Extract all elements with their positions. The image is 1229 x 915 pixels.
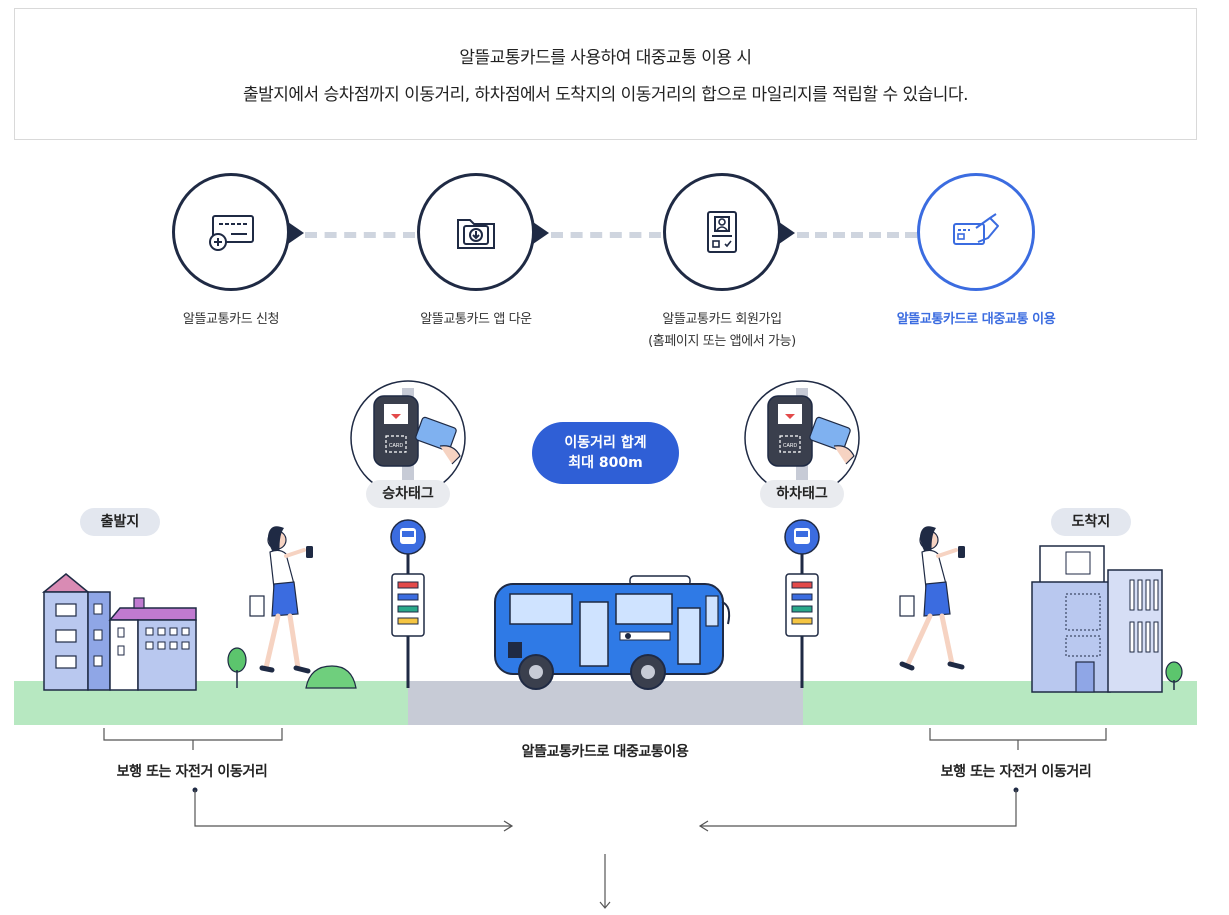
- transit-label: 알뜰교통카드로 대중교통이용: [521, 744, 689, 760]
- card-plus-icon: [209, 215, 254, 251]
- walker-right: [899, 526, 965, 671]
- total-connectors: [192, 787, 1019, 909]
- card-text-right: CARD: [783, 443, 798, 449]
- bus-stop-right: [784, 519, 820, 688]
- bus: [494, 575, 731, 690]
- intro-line-1: 알뜰교통카드를 사용하여 대중교통 이용 시: [459, 48, 752, 68]
- step-3-label: 알뜰교통카드 회원가입: [662, 312, 782, 327]
- step-3-arrow: [779, 222, 795, 244]
- total-distance-line-2: 최대 800m: [568, 455, 643, 471]
- board-tag-pill: 승차태그: [366, 480, 450, 508]
- step-connector-1: [305, 232, 415, 238]
- walk-distance-left: 보행 또는 자전거 이동거리: [116, 764, 268, 780]
- intro-line-2: 출발지에서 승차점까지 이동거리, 하차점에서 도착지의 이동거리의 합으로 마…: [242, 85, 969, 105]
- destination-buildings: [1031, 545, 1183, 693]
- bracket-left: [103, 728, 283, 750]
- origin-buildings: [41, 573, 247, 691]
- step-3-circle: [663, 173, 781, 291]
- step-4-circle: [917, 173, 1035, 291]
- alight-tag-reader: CARD: [744, 380, 860, 498]
- destination-pill: 도착지: [1051, 508, 1131, 536]
- member-document-icon: [707, 211, 737, 253]
- intro-box: 알뜰교통카드를 사용하여 대중교통 이용 시 출발지에서 승차점까지 이동거리,…: [14, 8, 1197, 140]
- walker-left: [249, 526, 313, 674]
- total-distance-line-1: 이동거리 합계: [564, 435, 647, 451]
- step-2-label: 알뜰교통카드 앱 다운: [420, 312, 532, 327]
- journey-illustration: CARD: [14, 380, 1197, 909]
- journey-scene: CARD: [0, 370, 1229, 915]
- alight-tag-pill: 하차태그: [760, 480, 844, 508]
- walk-distance-right: 보행 또는 자전거 이동거리: [940, 764, 1092, 780]
- step-1-arrow: [288, 222, 304, 244]
- bracket-right: [929, 728, 1107, 750]
- step-connector-3: [797, 232, 917, 238]
- bus-stop-left: [390, 519, 426, 688]
- step-3-sublabel: (홈페이지 또는 앱에서 가능): [648, 334, 796, 349]
- step-1-label: 알뜰교통카드 신청: [182, 312, 280, 327]
- total-distance-badge: 이동거리 합계 최대 800m: [532, 422, 679, 484]
- card-hand-icon: [953, 213, 999, 245]
- card-text-left: CARD: [389, 443, 404, 449]
- road: [408, 681, 803, 725]
- board-tag-reader: CARD: [350, 380, 466, 498]
- folder-download-icon: [457, 219, 495, 249]
- step-4-label: 알뜰교통카드로 대중교통 이용: [896, 312, 1056, 327]
- step-2-arrow: [533, 222, 549, 244]
- step-2-circle: [417, 173, 535, 291]
- bush-left: [305, 665, 357, 689]
- origin-pill: 출발지: [80, 508, 160, 536]
- step-connector-2: [551, 232, 661, 238]
- step-1-circle: [172, 173, 290, 291]
